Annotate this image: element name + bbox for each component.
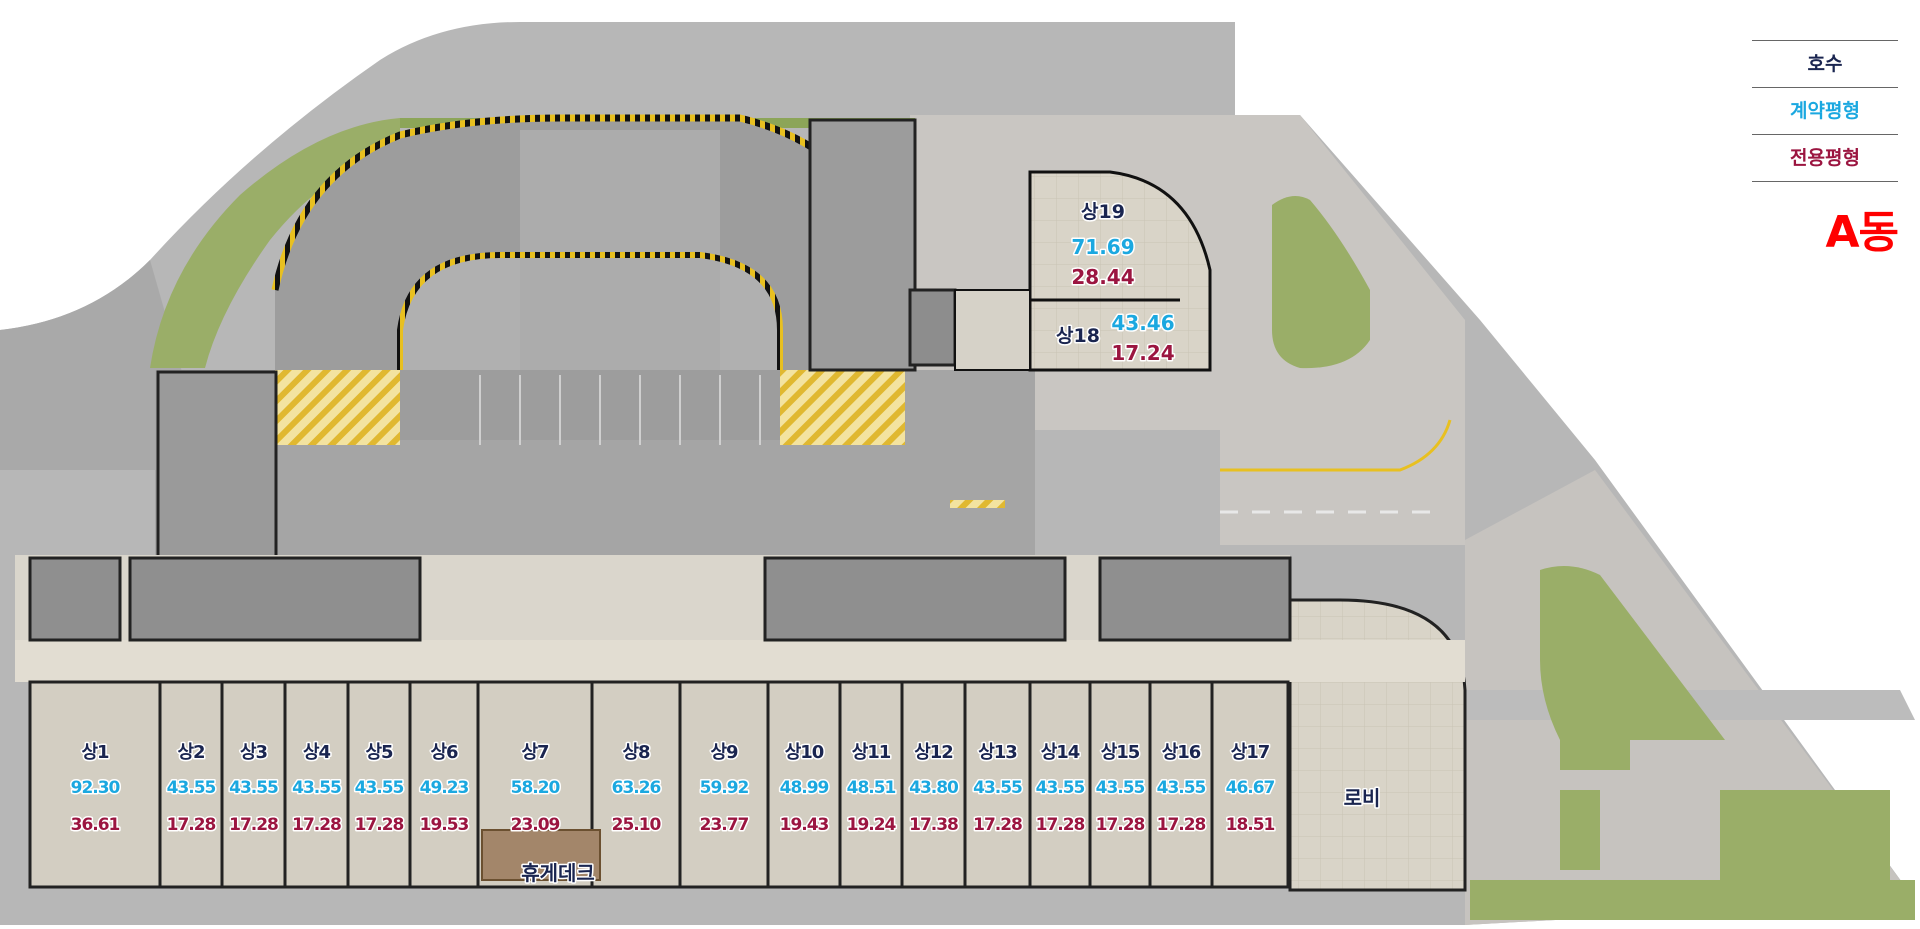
rest-deck-area [481,829,601,881]
upper-unit-block [954,170,1212,372]
unit-name-5: 상5 [365,742,393,763]
unit-name-1: 상1 [81,742,109,763]
unit-exclusive-7: 23.09 [511,815,560,835]
unit-19-name: 상19 [1081,201,1125,223]
unit-name-8: 상8 [622,742,650,763]
unit-contract-14: 43.55 [1036,778,1085,798]
unit-contract-1: 92.30 [71,778,121,798]
unit-name-9: 상9 [710,742,738,763]
unit-exclusive-17: 18.51 [1226,815,1275,835]
unit-contract-10: 48.99 [780,778,829,798]
unit-contract-12: 43.80 [909,778,959,798]
unit-cell-3 [220,680,287,889]
legend: 호수 계약평형 전용평형 [1752,40,1898,182]
unit-exclusive-15: 17.28 [1096,815,1145,835]
unit-cell-11 [838,680,904,889]
unit-cell-10 [766,680,842,889]
unit-name-17: 상17 [1231,742,1270,763]
unit-exclusive-13: 17.28 [973,815,1022,835]
unit-exclusive-11: 19.24 [847,815,897,835]
unit-contract-11: 48.51 [847,778,896,798]
unit-exclusive-9: 23.77 [700,815,749,835]
unit-exclusive-5: 17.28 [355,815,404,835]
legend-unit-label: 호수 [1752,40,1898,87]
unit-name-4: 상4 [303,742,331,763]
unit-exclusive-4: 17.28 [292,815,341,835]
unit-contract-5: 43.55 [355,778,404,798]
unit-cell-4 [283,680,350,889]
unit-name-2: 상2 [177,742,204,763]
unit-exclusive-3: 17.28 [229,815,278,835]
unit-exclusive-1: 36.61 [71,815,120,835]
unit-cell-13 [963,680,1032,889]
unit-name-16: 상16 [1162,742,1201,763]
unit-contract-17: 46.67 [1226,778,1275,798]
legend-exclusive-label: 전용평형 [1752,134,1898,182]
unit-contract-13: 43.55 [973,778,1022,798]
unit-labels: 상1 92.30 36.61 상2 43.55 17.28 상3 43.55 17.28 상4 43… [69,741,1277,837]
unit-cell-2 [158,680,224,889]
unit-cell-14 [1028,680,1092,889]
deck-label: 휴게데크 [521,861,595,885]
unit-exclusive-10: 19.43 [780,815,829,835]
unit-contract-2: 43.55 [167,778,216,798]
landscape-greenery [150,118,1915,920]
shop-unit-cells [28,680,1290,889]
unit-name-14: 상14 [1041,742,1080,763]
unit-19-exclusive: 28.44 [1071,265,1134,289]
unit-exclusive-12: 17.38 [909,815,958,835]
unit-name-11: 상11 [852,742,891,763]
unit-contract-4: 43.55 [292,778,341,798]
legend-contract-label: 계약평형 [1752,87,1898,134]
unit-contract-3: 43.55 [229,778,278,798]
unit-name-12: 상12 [914,742,953,763]
unit-name-15: 상15 [1101,742,1140,763]
unit-19-contract: 71.69 [1071,235,1134,259]
unit-name-3: 상3 [240,742,268,763]
unit-exclusive-16: 17.28 [1157,815,1206,835]
unit-name-10: 상10 [785,742,824,763]
unit-exclusive-6: 19.53 [420,815,469,835]
unit-contract-8: 63.26 [612,778,661,798]
unit-cell-15 [1088,680,1152,889]
unit-contract-15: 43.55 [1096,778,1145,798]
unit-exclusive-14: 17.28 [1036,815,1085,835]
unit-18-contract: 43.46 [1111,311,1174,335]
unit-name-6: 상6 [430,742,458,763]
lobby-label: 로비 [1344,786,1381,810]
unit-exclusive-2: 17.28 [167,815,216,835]
building-label: A동 [1825,207,1899,258]
unit-cell-17 [1210,680,1290,889]
core-rooms [28,556,1292,642]
unit-contract-6: 49.23 [420,778,469,798]
unit-name-13: 상13 [978,742,1017,763]
unit-name-7: 상7 [521,742,549,763]
unit-cell-1 [28,680,162,889]
unit-18-exclusive: 17.24 [1111,341,1174,365]
unit-contract-16: 43.55 [1157,778,1206,798]
unit-cell-6 [408,680,480,889]
unit-cell-8 [590,680,682,889]
unit-cell-12 [900,680,967,889]
parking-ramp [155,114,1452,641]
unit-contract-7: 58.20 [511,778,561,798]
unit-exclusive-8: 25.10 [612,815,662,835]
unit-contract-9: 59.92 [700,778,749,798]
unit-18-name: 상18 [1056,325,1100,347]
